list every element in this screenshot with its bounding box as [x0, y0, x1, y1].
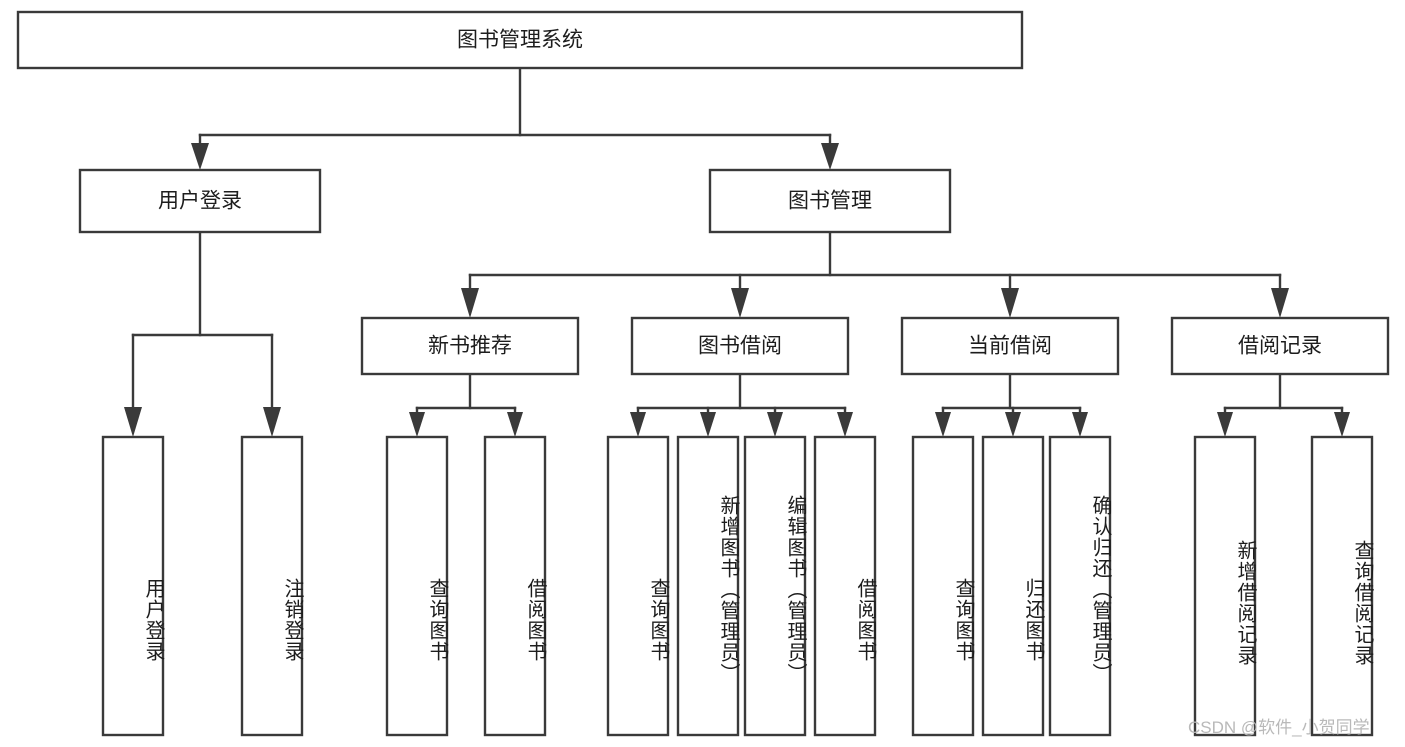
node-borrow-record[interactable]: 借阅记录	[1170, 316, 1390, 376]
arrow-to-borrow-record	[1271, 288, 1289, 318]
arrow-book-borrow-leaf4	[837, 412, 853, 437]
edge-group-user-login-to-leaves	[124, 230, 281, 437]
node-book-management-box[interactable]	[708, 168, 952, 234]
leaf-box-confirm-return-admin[interactable]	[1048, 435, 1112, 737]
arrow-borrow-record-leaf1	[1217, 412, 1233, 437]
edge-group-book-mgmt-to-level3	[461, 230, 1289, 318]
arrow-user-login-leaf1	[124, 407, 142, 437]
node-book-management-label: 图书管理	[788, 190, 872, 213]
leaf-box-query-book-borrow[interactable]	[606, 435, 670, 737]
leaf-box-user-login[interactable]	[101, 435, 165, 737]
leaf-box-edit-book-admin[interactable]	[743, 435, 807, 737]
arrow-book-borrow-leaf1	[630, 412, 646, 437]
edge-group-borrow-record-to-leaves	[1217, 372, 1350, 437]
node-root-box[interactable]	[16, 10, 1024, 70]
node-book-management[interactable]: 图书管理	[708, 168, 952, 234]
arrow-user-login-leaf2	[263, 407, 281, 437]
arrow-root-to-user-login	[191, 143, 209, 170]
edge-group-current-borrow-to-leaves	[935, 372, 1088, 437]
arrow-to-book-borrow	[731, 288, 749, 318]
edge-group-new-book-rec-to-leaves	[409, 372, 523, 437]
node-book-borrow-box[interactable]	[630, 316, 850, 376]
leaf-box-borrow-book[interactable]	[813, 435, 877, 737]
arrow-current-borrow-leaf3	[1072, 412, 1088, 437]
node-new-book-recommend[interactable]: 新书推荐	[360, 316, 580, 376]
leaf-box-return-book[interactable]	[981, 435, 1045, 737]
leaf-box-logout-login[interactable]	[240, 435, 304, 737]
arrow-root-to-book-mgmt	[821, 143, 839, 170]
node-current-borrow[interactable]: 当前借阅	[900, 316, 1120, 376]
node-user-login-box[interactable]	[78, 168, 322, 234]
leaf-box-query-borrow-record[interactable]	[1310, 435, 1374, 737]
node-current-borrow-label: 当前借阅	[968, 335, 1052, 358]
node-user-login-label: 用户登录	[158, 190, 242, 213]
arrow-current-borrow-leaf2	[1005, 412, 1021, 437]
leaf-box-add-book-admin[interactable]	[676, 435, 740, 737]
edge-group-book-borrow-to-leaves	[630, 372, 853, 437]
leaf-box-add-borrow-record[interactable]	[1193, 435, 1257, 737]
node-borrow-record-box[interactable]	[1170, 316, 1390, 376]
node-user-login[interactable]: 用户登录	[78, 168, 322, 234]
leaf-box-query-book-current[interactable]	[911, 435, 975, 737]
edge-group-root-to-level2	[191, 66, 839, 170]
arrow-new-book-rec-leaf1	[409, 412, 425, 437]
arrow-book-borrow-leaf3	[767, 412, 783, 437]
node-book-borrow[interactable]: 图书借阅	[630, 316, 850, 376]
leaf-box-borrow-book-rec[interactable]	[483, 435, 547, 737]
arrow-borrow-record-leaf2	[1334, 412, 1350, 437]
arrow-to-current-borrow	[1001, 288, 1019, 318]
node-current-borrow-box[interactable]	[900, 316, 1120, 376]
arrow-book-borrow-leaf2	[700, 412, 716, 437]
node-book-borrow-label: 图书借阅	[698, 335, 782, 358]
csdn-watermark: CSDN @软件_小贺同学	[1188, 718, 1370, 737]
arrow-new-book-rec-leaf2	[507, 412, 523, 437]
arrow-to-new-book-rec	[461, 288, 479, 318]
leaf-box-query-book-rec[interactable]	[385, 435, 449, 737]
node-root[interactable]: 图书管理系统	[16, 10, 1024, 70]
node-new-book-recommend-label: 新书推荐	[428, 335, 512, 358]
node-new-book-recommend-box[interactable]	[360, 316, 580, 376]
node-borrow-record-label: 借阅记录	[1238, 335, 1322, 358]
arrow-current-borrow-leaf1	[935, 412, 951, 437]
node-root-label: 图书管理系统	[457, 29, 583, 52]
